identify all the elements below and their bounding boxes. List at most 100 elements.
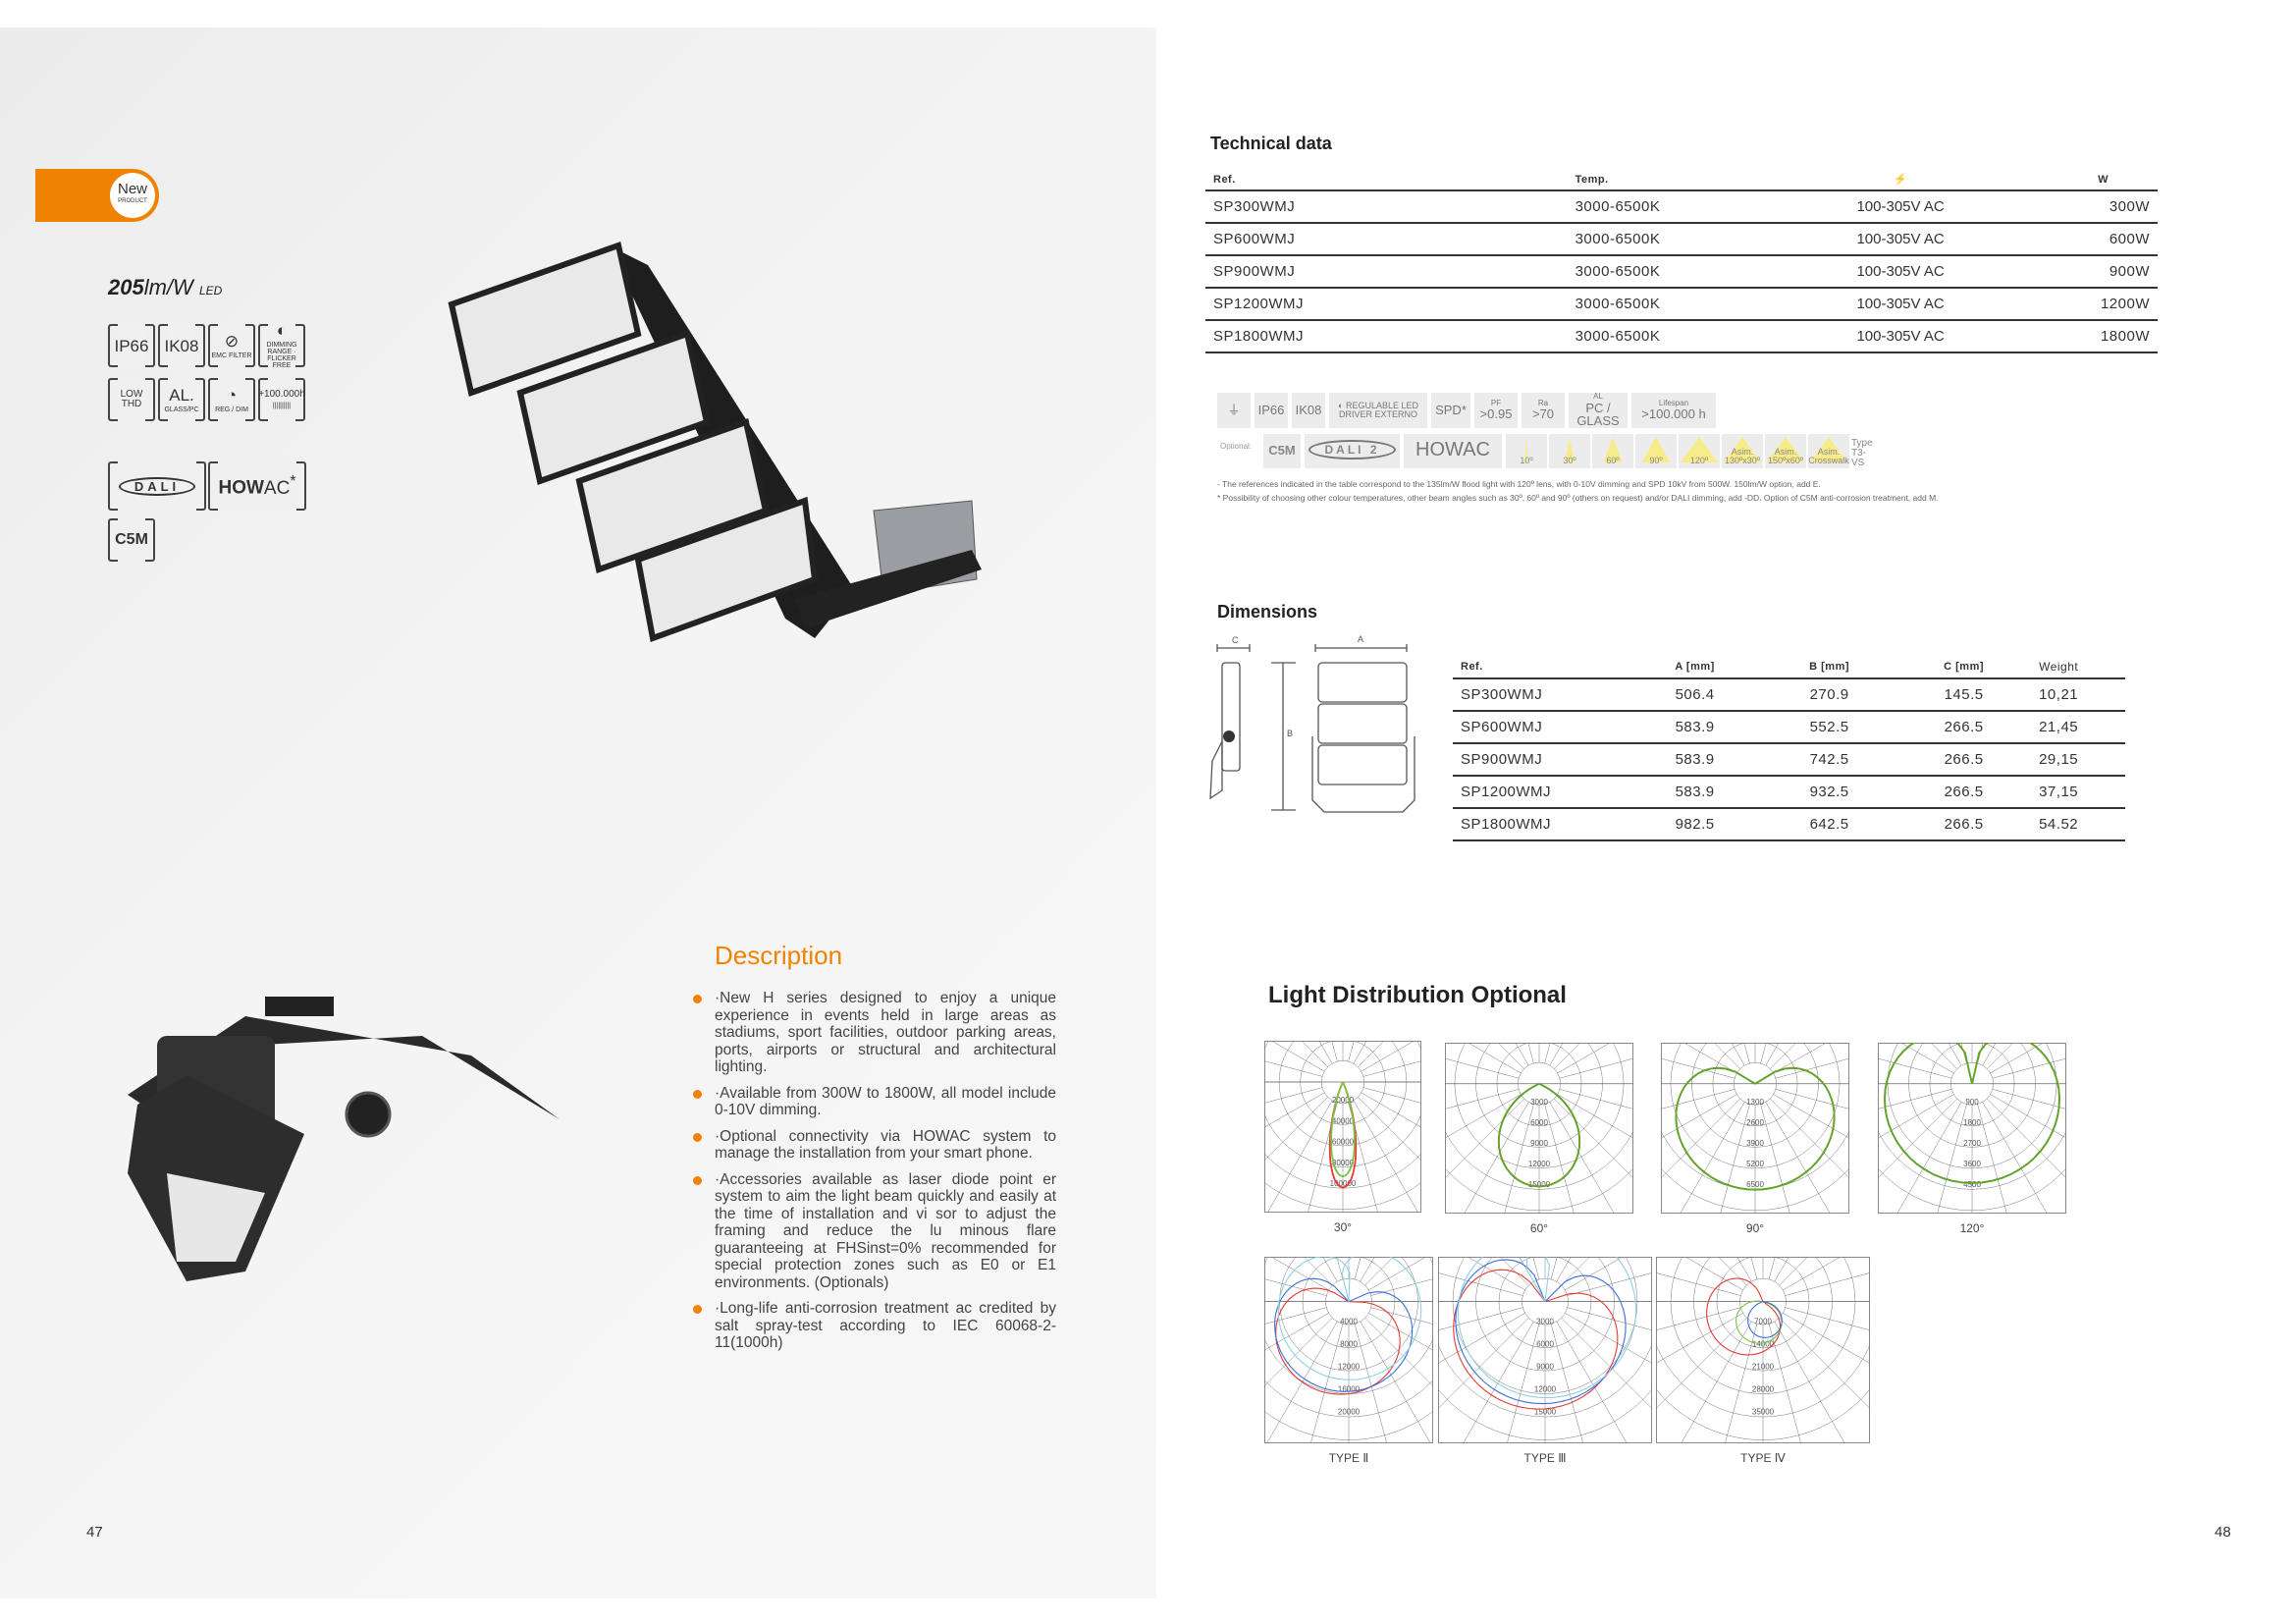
spec-tile-main: >100.000 h — [1641, 406, 1706, 422]
description-item: ·Long-life anti-corrosion treatment ac c… — [693, 1300, 1056, 1352]
beam-label: 120º — [1689, 456, 1709, 465]
feature-icon-0: IP66 — [108, 323, 155, 368]
ring-label: 40000 — [1332, 1116, 1355, 1125]
distribution-curve — [1747, 1301, 1783, 1338]
opt-type: Type T3-VS — [1851, 438, 1873, 468]
distribution-curve — [1455, 1259, 1627, 1405]
beam-label: 30º — [1563, 456, 1576, 465]
ring-label: 28000 — [1752, 1385, 1775, 1394]
table-cell: 266.5 — [1896, 711, 2032, 744]
beam-label: 60º — [1606, 456, 1620, 465]
table-cell: 583.9 — [1628, 776, 1763, 809]
table-cell: 10,21 — [2031, 678, 2125, 712]
table-cell: 300W — [2043, 190, 2158, 224]
distribution-curve — [1274, 1277, 1414, 1392]
light-distribution-title: Light Distribution Optional — [1268, 982, 1567, 1008]
table-cell: SP1200WMJ — [1453, 776, 1629, 809]
beam-icon — [1565, 437, 1575, 462]
spec-tile-main: IK08 — [1295, 403, 1322, 418]
dim-a-label: A — [1358, 634, 1363, 644]
badge-product: PRODUCT — [118, 198, 147, 204]
feature-icon-label: ◔ — [226, 385, 238, 405]
ring-label: 6000 — [1536, 1340, 1554, 1349]
ring-label: 900 — [1965, 1098, 1979, 1107]
dimensions-drawing: C A B — [1209, 634, 1415, 813]
table-cell: 21,45 — [2031, 711, 2125, 744]
table-cell: 742.5 — [1762, 743, 1897, 777]
table-cell: SP600WMJ — [1453, 711, 1629, 744]
spec-tile-2: IK08 — [1292, 393, 1325, 428]
beam-label: Asim. 150ºx60º — [1767, 447, 1804, 465]
table-cell: 100-305V AC — [1757, 255, 2044, 289]
ring-label: 1800 — [1963, 1118, 1981, 1127]
distribution-curve — [1277, 1257, 1422, 1380]
dali-icon: DALI — [108, 460, 206, 512]
distribution-curve — [1453, 1269, 1619, 1410]
ring-label: 6000 — [1530, 1118, 1548, 1127]
beam-tile-6: Asim. 150ºx60º — [1765, 434, 1806, 468]
feature-icon-4: LOW THD — [108, 377, 155, 422]
spec-tile-main: >0.95 — [1479, 406, 1513, 422]
spec-tile-1: IP66 — [1255, 393, 1288, 428]
polar-label: TYPE Ⅲ — [1523, 1451, 1567, 1465]
beam-label: 90º — [1649, 456, 1663, 465]
feature-icon-sub: REG / DIM — [215, 406, 248, 413]
spec-tile-main: ◐ REGULABLE LED DRIVER EXTERNO — [1338, 400, 1418, 419]
beam-tile-2: 60º — [1592, 434, 1633, 468]
ring-label: 80000 — [1332, 1159, 1355, 1167]
table-cell: 145.5 — [1896, 678, 2032, 712]
distribution-curve — [1706, 1277, 1782, 1356]
spec-tile-main: SPD* — [1435, 403, 1467, 418]
spec-tile-top: Ra — [1537, 398, 1549, 407]
howac-icon: HOWAC* — [208, 460, 306, 512]
floodlight-rear-image — [128, 997, 560, 1281]
ring-label: 12000 — [1534, 1385, 1557, 1394]
feature-icon-label: AL. — [169, 385, 194, 405]
feature-icon-label: ⊘ — [224, 331, 240, 351]
opt-howac: HOWAC — [1404, 434, 1502, 468]
spec-tile-5: PF>0.95 — [1474, 393, 1518, 428]
col-temp: Temp. — [1567, 169, 1758, 191]
ring-label: 16000 — [1338, 1385, 1361, 1394]
asterisk: * — [290, 473, 296, 491]
beam-label: Asim. Crosswalk — [1808, 447, 1849, 465]
feature-icon-label: LOW THD — [120, 389, 143, 409]
spec-tile-4: SPD* — [1431, 393, 1470, 428]
table-cell: 982.5 — [1628, 808, 1763, 841]
table-cell: 932.5 — [1762, 776, 1897, 809]
description-item: ·Accessories available as laser diode po… — [693, 1171, 1056, 1292]
beam-tile-0: 10º — [1506, 434, 1547, 468]
feature-icon-label: +100.000h — [258, 389, 305, 400]
spec-tile-3: ◐ REGULABLE LED DRIVER EXTERNO — [1329, 393, 1427, 428]
table-cell: 37,15 — [2031, 776, 2125, 809]
beam-label: Asim. 130ºx30º — [1724, 447, 1761, 465]
feature-icon-1: IK08 — [158, 323, 205, 368]
ring-label: 100000 — [1330, 1179, 1357, 1188]
ring-label: 1300 — [1746, 1098, 1764, 1107]
spec-tile-8: Lifespan>100.000 h — [1631, 393, 1716, 428]
page-number-left: 47 — [86, 1524, 103, 1541]
table-cell: SP900WMJ — [1453, 743, 1629, 777]
beam-tile-3: 90º — [1635, 434, 1677, 468]
table-cell: 266.5 — [1896, 808, 2032, 841]
col-watt: W — [2043, 169, 2158, 191]
polar-label: 120° — [1959, 1221, 1985, 1235]
beam-tile-7: Asim. Crosswalk — [1808, 434, 1849, 468]
optional-label: Optional: — [1220, 442, 1253, 451]
ring-label: 6500 — [1746, 1180, 1764, 1189]
feature-icon-sub: DIMMING RANGE · FLICKER FREE — [266, 342, 297, 369]
distribution-curve — [1497, 1082, 1581, 1188]
feature-icon-7: +100.000h|||||||||| — [258, 377, 305, 422]
ring-label: 4000 — [1340, 1318, 1358, 1326]
dim-c-label: C — [1232, 635, 1239, 645]
spec-tile-top: Lifespan — [1658, 398, 1689, 407]
